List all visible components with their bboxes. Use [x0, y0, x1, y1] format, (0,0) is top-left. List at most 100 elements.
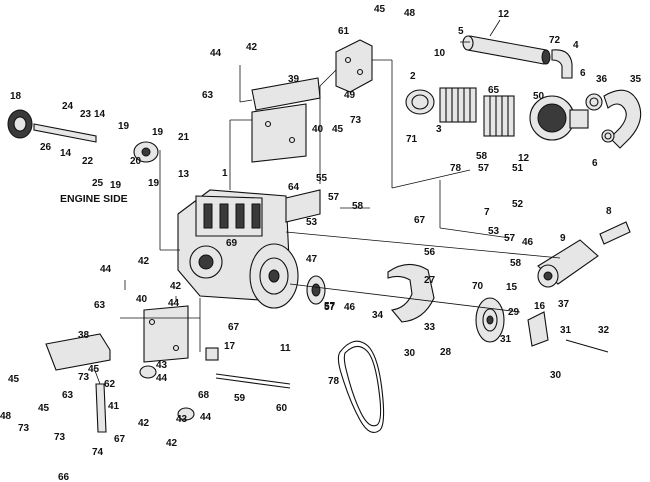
filter-element-3	[439, 87, 477, 123]
callout-label: 62	[104, 379, 116, 390]
callout-label: 19	[110, 180, 122, 191]
callout-label: 19	[148, 178, 160, 189]
callout-label: 13	[178, 169, 190, 180]
pre-cleaner-65	[483, 95, 515, 137]
elbow-4	[551, 49, 573, 79]
callout-label: 58	[352, 201, 364, 212]
callout-label: 57	[328, 192, 340, 203]
callout-label: 40	[136, 294, 148, 305]
callout-label: 45	[88, 364, 100, 375]
blower-50	[529, 95, 589, 141]
callout-label: 70	[472, 281, 484, 292]
callout-label: 31	[500, 334, 512, 345]
callout-label: 26	[40, 142, 52, 153]
callout-label: 63	[62, 390, 74, 401]
muffler-9	[537, 239, 599, 288]
callout-label: 17	[224, 341, 236, 352]
callout-label: 60	[276, 403, 288, 414]
plate-64	[285, 189, 321, 223]
callout-label: 50	[533, 91, 545, 102]
callout-labels: 45 48 12 61 44 42 5 10 72 4 6 39 63 49 2…	[0, 4, 642, 482]
callout-label: 30	[550, 370, 562, 381]
callout-label: 67	[414, 215, 426, 226]
callout-label: 58	[476, 151, 488, 162]
callout-label: 57	[504, 233, 516, 244]
callout-label: 9	[560, 233, 566, 244]
belt-78	[337, 340, 385, 433]
engine-side-caption: ENGINE SIDE	[60, 193, 128, 205]
callout-label: 58	[510, 258, 522, 269]
callout-label: 31	[560, 325, 572, 336]
callout-label: 57	[324, 302, 336, 313]
callout-label: 56	[424, 247, 436, 258]
callout-label: 41	[108, 401, 120, 412]
callout-label: 22	[82, 156, 94, 167]
callout-label: 19	[152, 127, 164, 138]
callout-label: 57	[478, 163, 490, 174]
shaft-26	[33, 123, 97, 143]
callout-label: 20	[130, 156, 142, 167]
callout-label: 42	[246, 42, 258, 53]
callout-label: 35	[630, 74, 642, 85]
callout-label: 59	[234, 393, 246, 404]
callout-label: 46	[344, 302, 356, 313]
callout-label: 64	[288, 182, 300, 193]
pipe-8	[599, 221, 631, 245]
callout-label: 66	[58, 472, 70, 482]
hub-47	[306, 275, 326, 305]
callout-label: 44	[200, 412, 212, 423]
callout-label: 67	[228, 322, 240, 333]
callout-label: 1	[222, 168, 228, 179]
callout-label: 19	[118, 121, 130, 132]
callout-label: 33	[424, 322, 436, 333]
shield-27	[387, 263, 435, 323]
callout-label: 42	[170, 281, 182, 292]
callout-label: 67	[114, 434, 126, 445]
flywheel-housing	[249, 243, 299, 309]
bracket-38	[45, 333, 111, 371]
callout-label: 45	[374, 4, 386, 15]
air-cleaner-cover-2	[405, 89, 435, 115]
callout-label: 61	[338, 26, 350, 37]
callout-label: 44	[100, 264, 112, 275]
callout-label: 30	[404, 348, 416, 359]
callout-label: 51	[512, 163, 524, 174]
callout-label: 63	[202, 90, 214, 101]
callout-label: 68	[198, 390, 210, 401]
callout-label: 78	[328, 376, 340, 387]
callout-label: 55	[316, 173, 328, 184]
callout-label: 3	[436, 124, 442, 135]
callout-label: 44	[156, 373, 168, 384]
callout-label: 42	[138, 256, 150, 267]
bracket-61	[335, 39, 373, 93]
callout-label: 39	[288, 74, 300, 85]
clamp-36	[585, 93, 603, 111]
callout-label: 73	[54, 432, 66, 443]
callout-label: 2	[410, 71, 416, 82]
bracket-39	[251, 77, 321, 111]
callout-label: 11	[280, 343, 291, 354]
callout-label: 21	[178, 132, 190, 143]
leader-lines	[93, 19, 561, 385]
callout-label: 45	[8, 374, 20, 385]
callout-label: 40	[312, 124, 324, 135]
callout-label: 15	[506, 282, 518, 293]
bracket-40-upper	[251, 103, 307, 163]
callout-label: 27	[424, 275, 436, 286]
callout-label: 25	[92, 178, 104, 189]
idler-arm-37	[527, 311, 549, 347]
callout-label: 12	[518, 153, 530, 164]
callout-label: 6	[580, 68, 586, 79]
plate-20	[133, 141, 159, 163]
callout-label: 4	[573, 40, 579, 51]
callout-label: 48	[0, 411, 12, 422]
callout-label: 43	[176, 414, 188, 425]
callout-label: 7	[484, 207, 490, 218]
callout-label: 5	[458, 26, 464, 37]
clamp-6	[601, 129, 615, 143]
callout-label: 49	[344, 90, 356, 101]
callout-label: 12	[498, 9, 510, 20]
pulley-18	[7, 109, 33, 139]
callout-label: 14	[94, 109, 106, 120]
callout-label: 16	[534, 301, 546, 312]
